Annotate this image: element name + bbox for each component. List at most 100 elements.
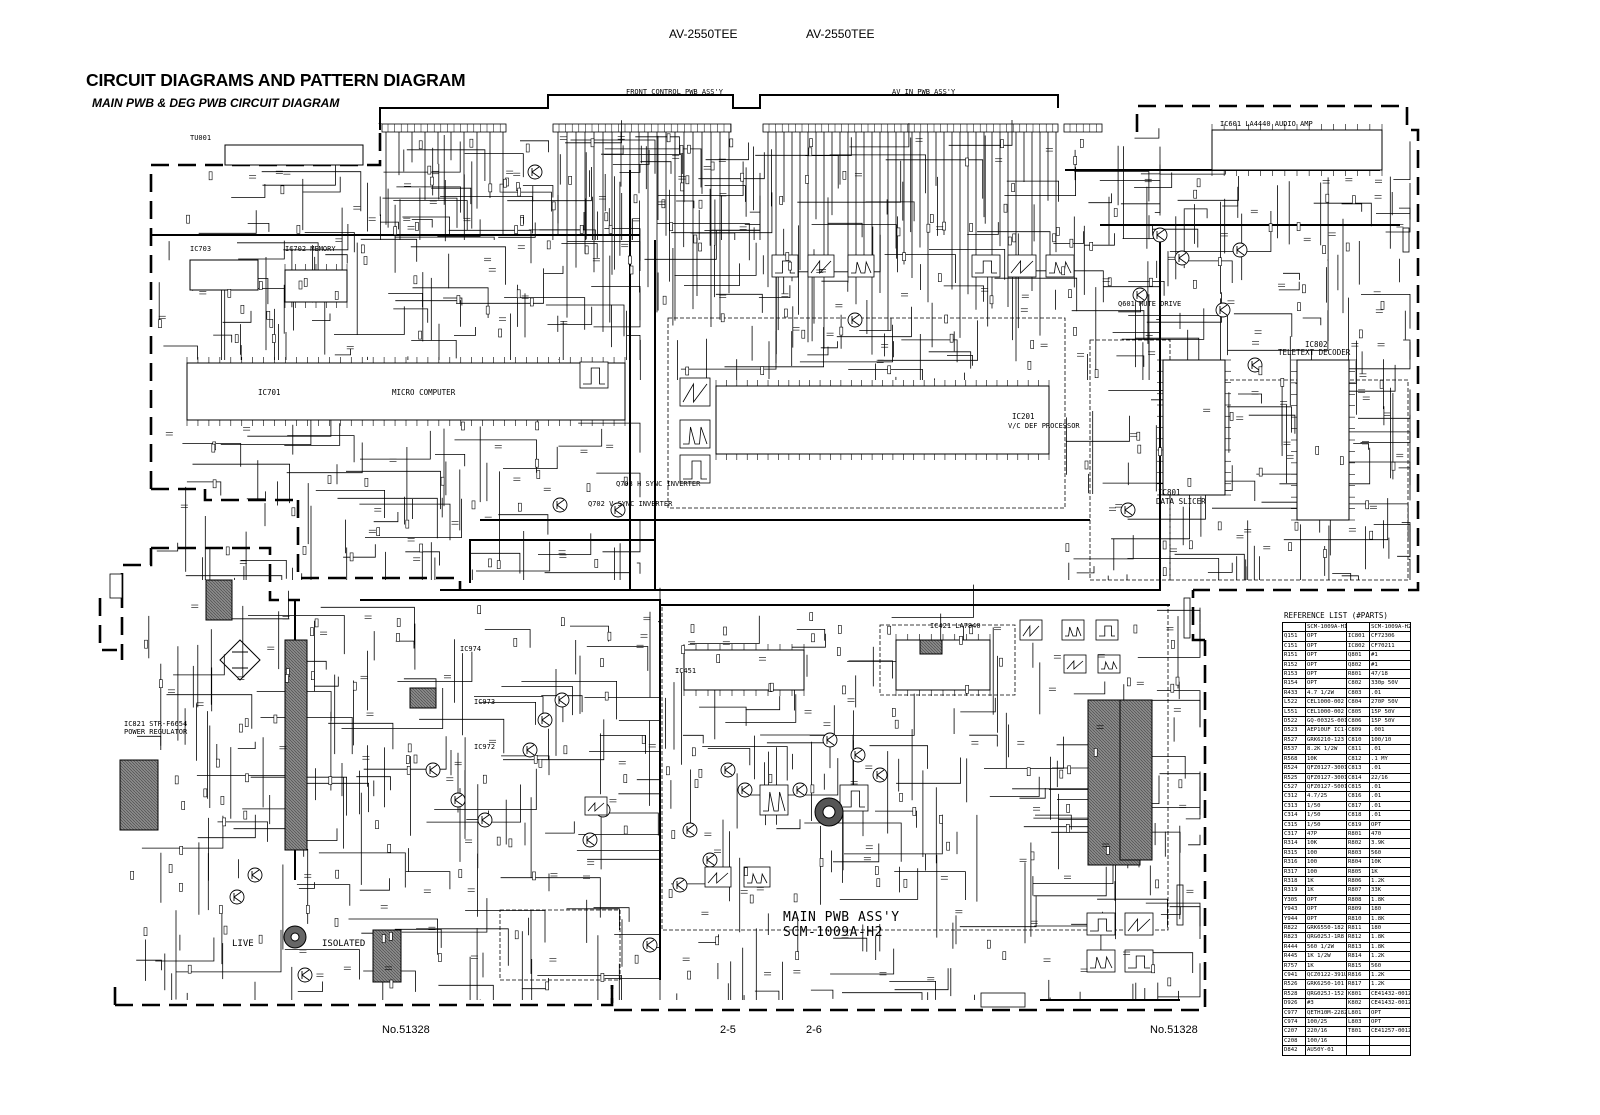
reference-cell: D523 — [1282, 725, 1306, 736]
reference-cell: C527 — [1282, 781, 1306, 793]
reference-cell: C809 — [1346, 725, 1370, 736]
reference-cell: R809 — [1346, 904, 1370, 915]
reference-cell: OPT — [1305, 631, 1347, 642]
reference-cell: OPT — [1305, 678, 1347, 689]
reference-cell: Q151 — [1282, 631, 1306, 642]
reference-cell: R152 — [1282, 659, 1306, 671]
reference-cell: 10K — [1305, 753, 1347, 765]
reference-cell: 1.2K — [1369, 875, 1411, 887]
live-label: LIVE — [232, 939, 254, 949]
isolated-label: ISOLATED — [322, 939, 366, 949]
reference-cell: CE41432-001Z — [1369, 988, 1411, 1000]
reference-cell: C315 — [1282, 819, 1306, 830]
reference-cell: 1K — [1305, 960, 1347, 972]
reference-cell: OPT — [1305, 659, 1347, 671]
ic701-label: MICRO COMPUTER — [392, 388, 456, 397]
reference-cell: 33K — [1369, 885, 1411, 896]
reference-cell: QETH10M-228Z — [1305, 1007, 1347, 1019]
reference-cell: R568 — [1282, 753, 1306, 765]
reference-cell: .01 — [1369, 781, 1411, 793]
page-title: CIRCUIT DIAGRAMS AND PATTERN DIAGRAM — [86, 70, 466, 90]
reference-cell: QFZ0127-3001 — [1305, 763, 1347, 774]
reference-cell: R527 — [1282, 734, 1306, 746]
reference-cell: C812 — [1346, 753, 1370, 765]
page-number-left: 2-5 — [720, 1024, 736, 1036]
reference-cell: 10K — [1305, 838, 1347, 849]
reference-cell: R524 — [1282, 763, 1306, 774]
reference-cell: QRG025J-152 — [1305, 988, 1347, 1000]
reference-cell: R823 — [1282, 932, 1306, 943]
reference-cell: C312 — [1282, 791, 1306, 802]
reference-cell: L803 — [1346, 1017, 1370, 1028]
reference-cell: 15P 50V — [1369, 716, 1411, 727]
reference-cell: 560 1/2W — [1305, 941, 1347, 953]
reference-cell: 100 — [1305, 857, 1347, 868]
reference-cell: Y943 — [1282, 904, 1306, 915]
ic421-label: IC421 LA7840 — [930, 622, 981, 630]
reference-cell: 560 — [1369, 847, 1411, 859]
reference-cell: R814 — [1346, 951, 1370, 962]
reference-cell: 4.7/25 — [1305, 791, 1347, 802]
reference-cell: C811 — [1346, 744, 1370, 755]
reference-cell: C313 — [1282, 800, 1306, 812]
reference-cell: R526 — [1282, 979, 1306, 990]
reference-cell: 4.7 1/2W — [1305, 687, 1347, 699]
doc-number-right: No.51328 — [1150, 1024, 1198, 1036]
reference-cell: 1.8K — [1369, 894, 1411, 906]
reference-cell — [1282, 621, 1306, 633]
reference-cell: C974 — [1282, 1017, 1306, 1028]
reference-cell: R813 — [1346, 941, 1370, 953]
reference-cell — [1369, 1035, 1411, 1047]
reference-cell: 47P — [1305, 828, 1347, 840]
reference-cell: R317 — [1282, 866, 1306, 877]
reference-cell: 470 — [1369, 828, 1411, 840]
reference-cell: R803 — [1346, 847, 1370, 859]
reference-cell: .1 MY — [1369, 753, 1411, 765]
ic974-ref: IC974 — [460, 645, 482, 653]
reference-cell: R525 — [1282, 772, 1306, 783]
reference-cell: .01 — [1369, 810, 1411, 821]
reference-cell: L522 — [1282, 697, 1306, 708]
ic802-ref: IC802 — [1305, 340, 1328, 349]
reference-cell: L801 — [1346, 1007, 1370, 1019]
reference-cell: QFZ0127-5001 — [1305, 781, 1347, 793]
reference-cell: C207 — [1282, 1026, 1306, 1037]
reference-cell: R816 — [1346, 970, 1370, 981]
reference-cell: R537 — [1282, 744, 1306, 755]
reference-cell: D842 — [1282, 1045, 1306, 1056]
reference-cell: 180 — [1369, 904, 1411, 915]
reference-cell: GQ-0032S-001 — [1305, 716, 1347, 727]
reference-cell: CE41432-001Z — [1369, 998, 1411, 1009]
reference-cell: 330p 50V — [1369, 678, 1411, 689]
reference-cell: AU50Y-01 — [1305, 1045, 1347, 1056]
reference-cell: R822 — [1282, 922, 1306, 934]
reference-cell: C818 — [1346, 810, 1370, 821]
q601-label: Q601 MUTE DRIVE — [1118, 300, 1182, 308]
ic201-ref: IC201 — [1012, 412, 1035, 421]
reference-cell: 1K — [1369, 866, 1411, 877]
reference-cell: R316 — [1282, 857, 1306, 868]
reference-cell: GRK6250-101 — [1305, 979, 1347, 990]
reference-cell: 100/10 — [1369, 734, 1411, 746]
reference-cell: CEL1000-002 — [1305, 697, 1347, 708]
reference-cell: R757 — [1282, 960, 1306, 972]
reference-cell: R801 — [1346, 669, 1370, 680]
reference-cell: 100 — [1305, 847, 1347, 859]
reference-cell — [1346, 1035, 1370, 1047]
reference-cell: 15P 50V — [1369, 706, 1411, 718]
q702-label: Q702 V SYNC INVERTER — [588, 500, 673, 508]
reference-cell: R804 — [1346, 857, 1370, 868]
reference-cell: 100/16 — [1305, 1035, 1347, 1047]
